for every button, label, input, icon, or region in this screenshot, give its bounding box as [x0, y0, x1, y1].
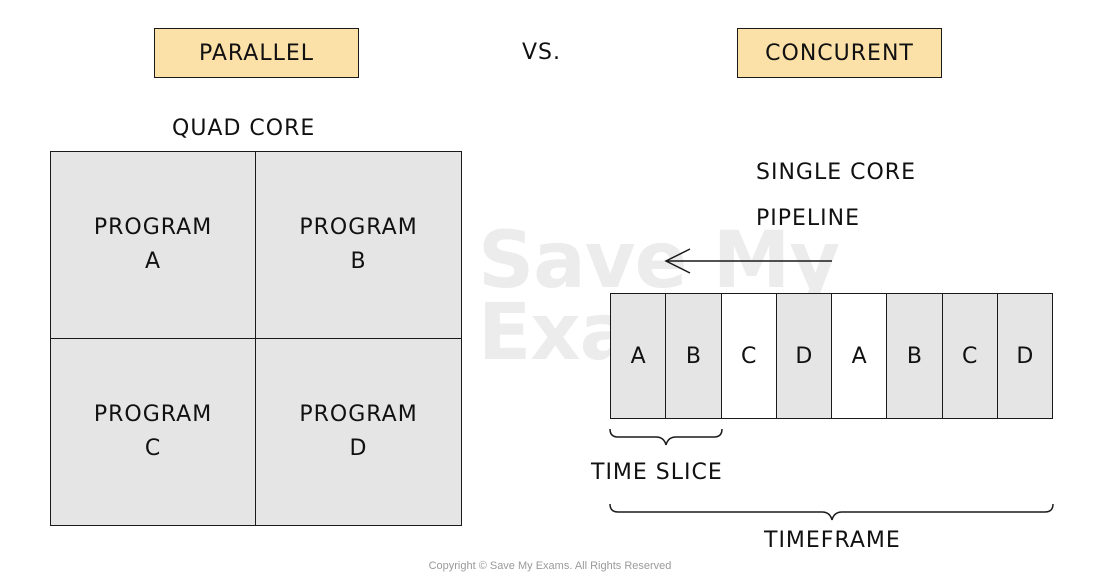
- quad-core-grid: PROGRAM A PROGRAM B PROGRAM C PROGRAM D: [50, 151, 462, 526]
- time-slice-brace-icon: [609, 428, 723, 446]
- program-d-cell: PROGRAM D: [256, 339, 461, 526]
- program-b-cell: PROGRAM B: [256, 152, 461, 339]
- program-d-letter: D: [349, 435, 368, 461]
- single-core-title: SINGLE CORE: [756, 160, 916, 185]
- pipeline-title: PIPELINE: [756, 206, 861, 231]
- pipeline-slot: A: [832, 294, 888, 418]
- parallel-label: PARALLEL: [198, 40, 315, 66]
- concurrent-label-box: CONCURENT: [737, 28, 942, 78]
- program-b-word: PROGRAM: [299, 214, 418, 240]
- timeframe-brace-icon: [609, 503, 1054, 521]
- program-c-word: PROGRAM: [93, 401, 213, 427]
- concurrent-label: CONCURENT: [765, 40, 914, 66]
- parallel-label-box: PARALLEL: [154, 28, 359, 78]
- pipeline-slot: A: [611, 294, 667, 418]
- pipeline-slot: B: [666, 294, 722, 418]
- program-a-cell: PROGRAM A: [51, 152, 256, 339]
- program-a-word: PROGRAM: [93, 214, 213, 240]
- program-d-word: PROGRAM: [299, 401, 418, 427]
- pipeline-slot: D: [776, 294, 832, 418]
- vs-label: VS.: [522, 40, 562, 65]
- program-c-cell: PROGRAM C: [51, 338, 256, 525]
- pipeline-slot: B: [887, 294, 943, 418]
- pipeline-strip: A B C D A B C D: [610, 293, 1053, 419]
- quad-core-title: QUAD CORE: [172, 116, 316, 141]
- pipeline-slot: D: [997, 294, 1052, 418]
- pipeline-slot: C: [721, 294, 777, 418]
- copyright-text: Copyright © Save My Exams. All Rights Re…: [428, 560, 672, 572]
- program-b-letter: B: [350, 248, 367, 274]
- left-arrow-icon: [664, 248, 832, 274]
- timeframe-label: TIMEFRAME: [764, 528, 901, 553]
- pipeline-slot: C: [942, 294, 998, 418]
- time-slice-label: TIME SLICE: [591, 460, 723, 485]
- program-a-letter: A: [144, 248, 162, 274]
- program-c-letter: C: [144, 435, 162, 461]
